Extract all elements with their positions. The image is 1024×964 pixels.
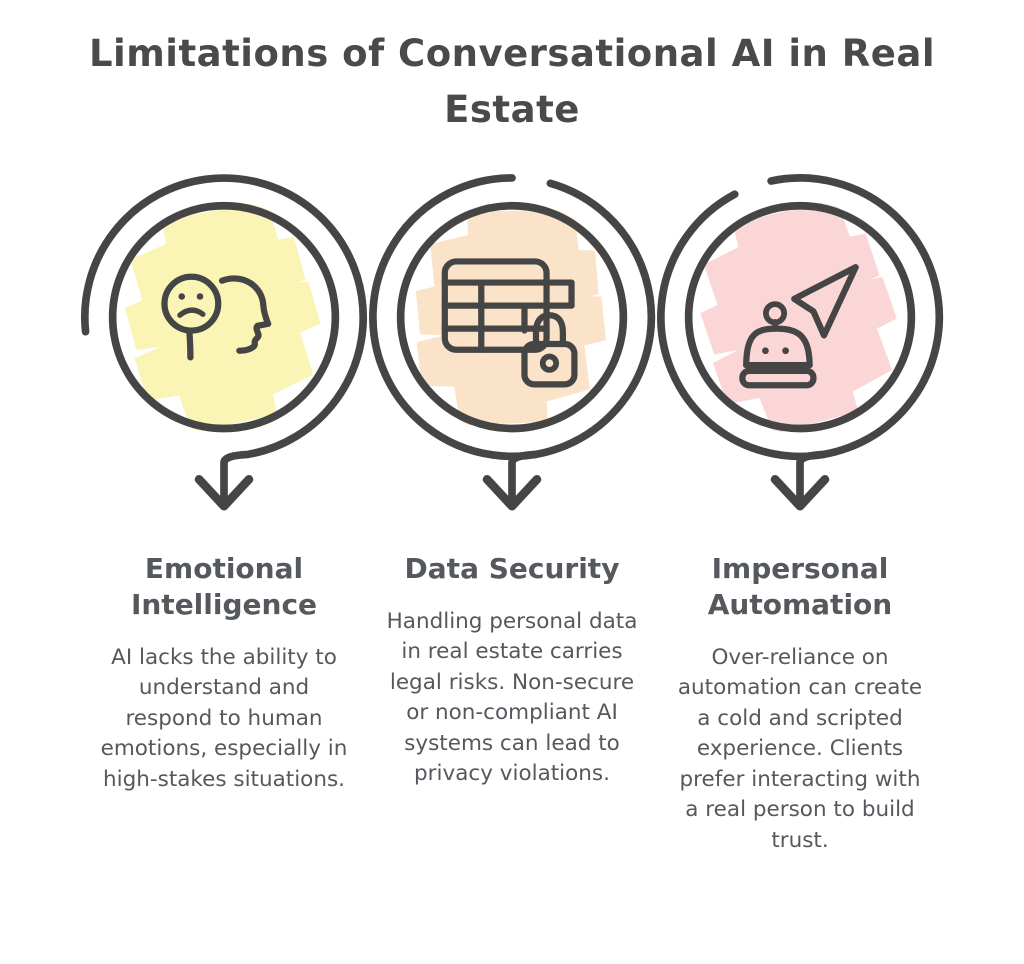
item-body: Handling personal data in real estate ca… <box>386 608 638 787</box>
circle-figure-automation <box>657 174 944 511</box>
scribble-fill-peach <box>415 209 607 426</box>
page-title: Limitations of Conversational AI in Real… <box>88 32 936 131</box>
down-arrow-icon <box>770 475 830 511</box>
arrow-connector <box>508 450 540 509</box>
scribble-fill-pink <box>700 200 897 434</box>
outer-arc <box>657 174 944 461</box>
data-table-with-lock-icon <box>441 258 578 388</box>
inner-circle <box>396 201 628 433</box>
circle-figure-data-security <box>369 174 656 511</box>
circle-figure-emotional <box>81 174 368 511</box>
items-row: Emotional Intelligence AI lacks the abil… <box>0 171 1024 856</box>
down-arrow-icon <box>482 475 542 511</box>
infographic-page: Limitations of Conversational AI in Real… <box>0 26 1024 964</box>
item-emotional-intelligence: Emotional Intelligence AI lacks the abil… <box>80 171 368 795</box>
inner-circle <box>684 201 916 433</box>
outer-arc-with-connector <box>81 174 368 509</box>
inner-circle <box>108 201 340 433</box>
scribble-fill-yellow <box>124 200 321 433</box>
item-heading: Impersonal Automation <box>707 552 893 621</box>
outer-arc <box>369 174 656 461</box>
item-body: AI lacks the ability to understand and r… <box>100 644 348 792</box>
robot-with-cursor-icon <box>739 264 859 389</box>
item-heading: Data Security <box>404 552 620 585</box>
cursor-icon <box>791 264 859 339</box>
arrow-connector <box>796 450 828 509</box>
item-impersonal-automation: Impersonal Automation Over-reliance on a… <box>656 171 944 856</box>
item-heading: Emotional Intelligence <box>130 552 318 621</box>
item-data-security: Data Security Handling personal data in … <box>368 171 656 790</box>
sad-face-with-head-profile-icon <box>161 273 272 361</box>
down-arrow-icon <box>194 475 254 511</box>
item-body: Over-reliance on automation can create a… <box>677 644 923 853</box>
